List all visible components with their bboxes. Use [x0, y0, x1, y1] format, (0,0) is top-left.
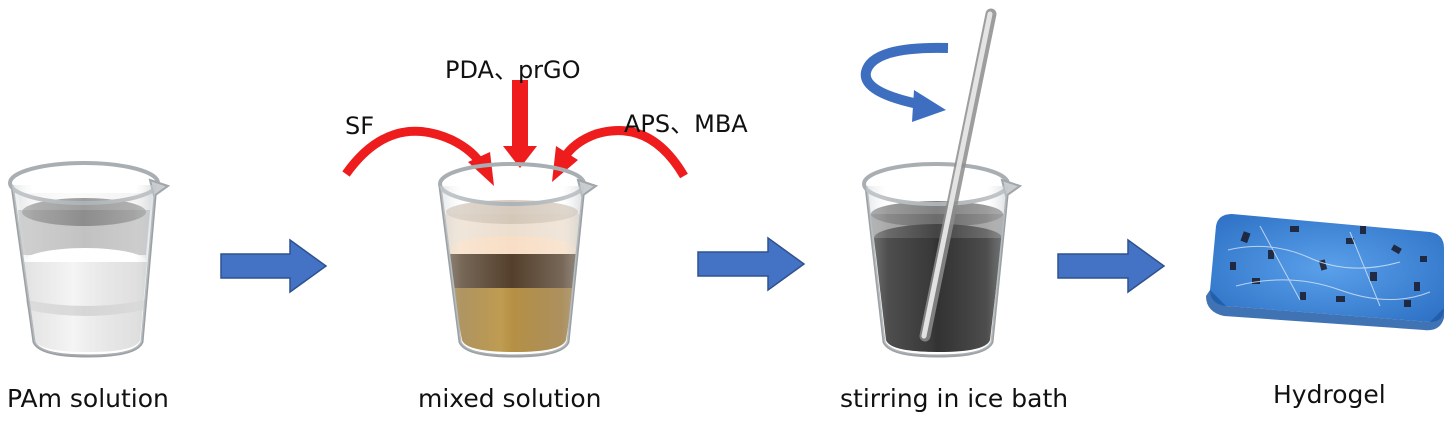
right-arrow-icon-1 [220, 238, 328, 294]
reagent-label-top: PDA、prGO [445, 56, 581, 84]
reagent-arrow-left [342, 126, 494, 186]
right-arrow-icon-2 [697, 236, 806, 292]
hydrogel-slab-icon [1206, 214, 1444, 331]
step-label-pam-solution: PAm solution [7, 384, 169, 413]
step-label-mixed-solution: mixed solution [418, 384, 602, 413]
rotation-arrow-icon [860, 42, 949, 122]
beaker-icon-mixed-solution [438, 162, 599, 358]
reagent-label-right: APS、MBA [624, 110, 748, 138]
step-label-stirring: stirring in ice bath [840, 384, 1069, 413]
reagent-arrow-top [503, 80, 537, 168]
right-arrow-icon-3 [1057, 238, 1166, 294]
beaker-icon-pam-solution [8, 161, 171, 358]
stirring-rod-icon [919, 8, 997, 342]
step-label-hydrogel: Hydrogel [1273, 380, 1386, 409]
reagent-label-left: SF [345, 112, 375, 140]
reagent-arrow-right [552, 126, 688, 182]
